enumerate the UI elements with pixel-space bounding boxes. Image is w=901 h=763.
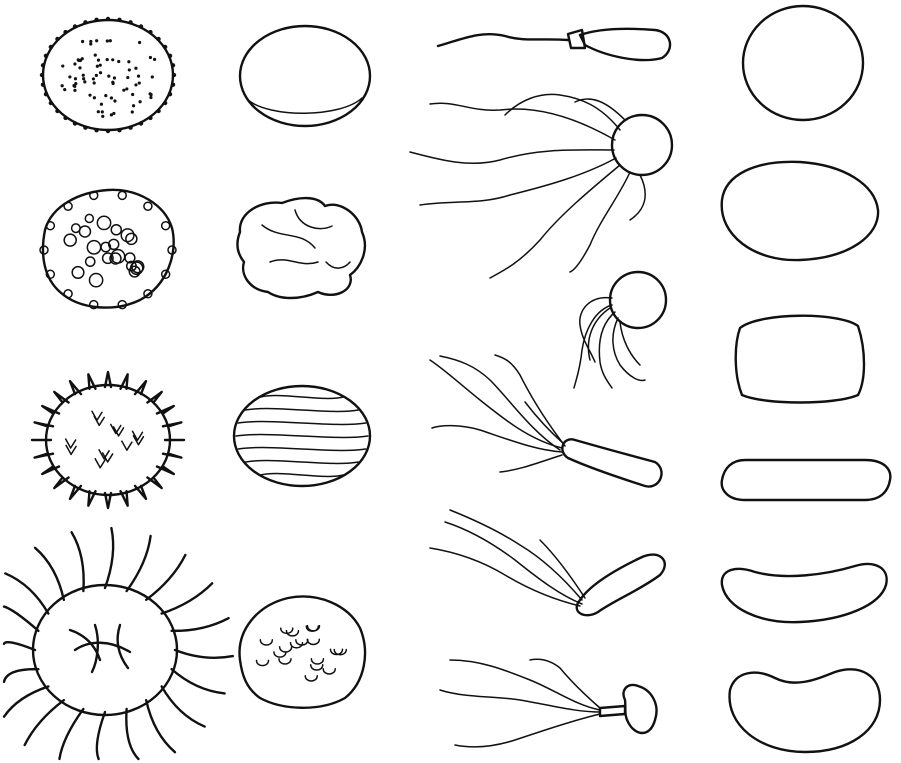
smooth-disc-icon	[240, 26, 370, 126]
cratered-body-icon	[240, 597, 365, 708]
column-flagellated-cells	[410, 29, 672, 747]
curved-capsule-outline-icon	[722, 564, 887, 622]
long-spined-sphere-icon	[4, 528, 233, 759]
column-plain-bodies	[234, 26, 370, 708]
wrinkled-body-icon	[237, 198, 365, 298]
circle-outline-icon	[743, 6, 863, 120]
multi-flagella-round-cell-icon	[410, 94, 672, 278]
single-flagellum-cell-icon	[438, 29, 670, 60]
bean-outline-icon	[730, 669, 880, 752]
oval-outline-icon	[722, 162, 878, 260]
rod-with-flagella-icon	[430, 355, 662, 487]
column-cell-outlines	[722, 6, 891, 752]
stalked-cell-with-flagella-icon	[440, 659, 656, 747]
column-ornamented-spheres	[4, 17, 233, 759]
dotted-sphere-icon	[40, 17, 176, 133]
curved-rod-with-flagella-icon	[430, 510, 665, 615]
tufted-round-cell-icon	[574, 272, 666, 388]
banded-body-icon	[234, 386, 370, 486]
bumpy-sphere-icon	[40, 190, 176, 309]
spiny-sphere-icon	[32, 372, 184, 508]
capsule-outline-icon	[722, 460, 891, 500]
rounded-square-outline-icon	[736, 316, 864, 403]
